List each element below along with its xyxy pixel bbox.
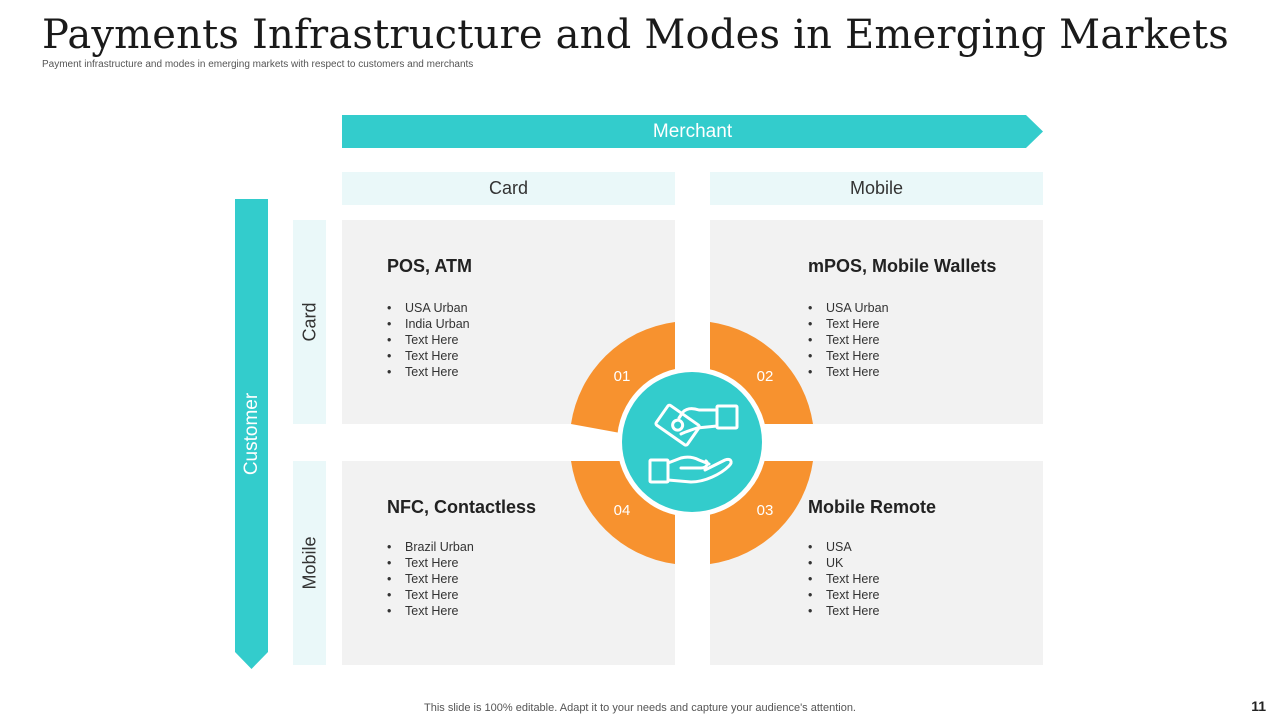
quadrant-title: NFC, Contactless xyxy=(387,497,537,517)
list-item: Text Here xyxy=(387,603,474,619)
list-item: Text Here xyxy=(808,603,880,619)
list-item: Brazil Urban xyxy=(387,539,474,555)
quadrant-list: USA UK Text Here Text Here Text Here xyxy=(808,539,880,619)
list-item: Text Here xyxy=(808,364,889,380)
step-number-03: 03 xyxy=(756,502,774,519)
customer-arrow xyxy=(235,199,268,669)
quadrant-title: POS, ATM xyxy=(387,256,472,276)
row-header-mobile-label: Mobile xyxy=(299,536,319,590)
quadrant-list: USA Urban Text Here Text Here Text Here … xyxy=(808,300,889,380)
column-header-card: Card xyxy=(342,172,675,205)
list-item: Text Here xyxy=(387,587,474,603)
list-item: UK xyxy=(808,555,880,571)
hand-giving-money-icon xyxy=(648,403,739,484)
list-item: USA Urban xyxy=(808,300,889,316)
step-number-04: 04 xyxy=(613,502,631,519)
column-header-mobile: Mobile xyxy=(710,172,1043,205)
center-wheel xyxy=(571,322,813,564)
list-item: Text Here xyxy=(387,364,470,380)
step-number-01: 01 xyxy=(613,368,631,385)
merchant-label: Merchant xyxy=(652,121,733,142)
list-item: Text Here xyxy=(387,332,470,348)
list-item: Text Here xyxy=(387,555,474,571)
list-item: Text Here xyxy=(387,348,470,364)
customer-label: Customer xyxy=(240,392,262,476)
row-header-card-label: Card xyxy=(299,302,319,342)
footer-note: This slide is 100% editable. Adapt it to… xyxy=(424,702,856,714)
center-graphic: 01 02 03 04 xyxy=(571,322,813,564)
quadrant-list: Brazil Urban Text Here Text Here Text He… xyxy=(387,539,474,619)
quadrant-list: USA Urban India Urban Text Here Text Her… xyxy=(387,300,470,380)
page-number: 11 xyxy=(1251,698,1266,714)
step-number-02: 02 xyxy=(756,368,774,385)
merchant-arrow: Merchant xyxy=(342,115,1043,148)
list-item: USA Urban xyxy=(387,300,470,316)
page-subtitle: Payment infrastructure and modes in emer… xyxy=(42,59,474,70)
row-header-mobile: Mobile xyxy=(293,461,326,665)
list-item: Text Here xyxy=(387,571,474,587)
list-item: Text Here xyxy=(808,348,889,364)
page-title: Payments Infrastructure and Modes in Eme… xyxy=(42,12,1230,58)
list-item: USA xyxy=(808,539,880,555)
list-item: India Urban xyxy=(387,316,470,332)
list-item: Text Here xyxy=(808,316,889,332)
quadrant-title: mPOS, Mobile Wallets xyxy=(808,256,997,276)
row-header-card: Card xyxy=(293,220,326,424)
list-item: Text Here xyxy=(808,587,880,603)
list-item: Text Here xyxy=(808,571,880,587)
quadrant-title: Mobile Remote xyxy=(808,497,937,517)
list-item: Text Here xyxy=(808,332,889,348)
